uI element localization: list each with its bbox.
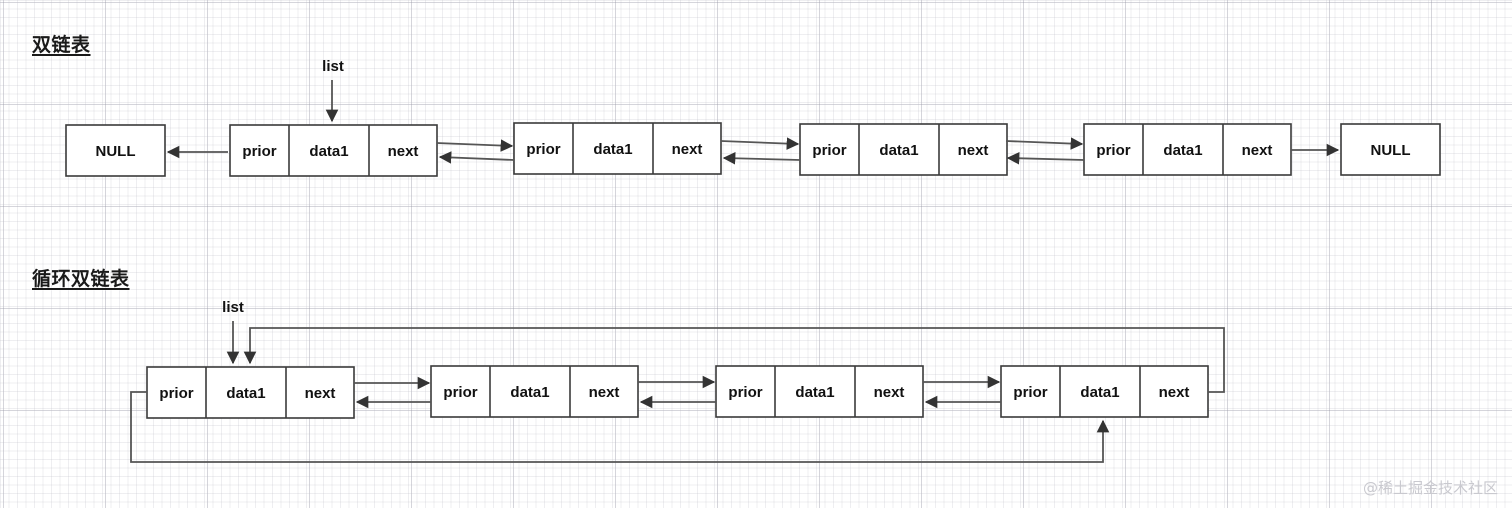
row2-node-3-next: next [874,384,905,401]
row2-circular-prior-wrap [130,391,1110,463]
row1-node-4-prior: prior [1096,142,1130,159]
row2-node-3-data: data1 [795,384,834,401]
section-title-doubly-linked-list: 双链表 [32,35,91,56]
row1-link-next-2-3 [720,137,800,150]
row2-node-2-next: next [589,384,620,401]
row1-null-left-label: NULL [96,143,136,160]
row2-node-1-data: data1 [226,385,265,402]
row1-list-pointer-label: list [322,58,344,75]
row1-link-prior-3-2 [722,152,801,165]
row2-node-4-prior: prior [1013,384,1047,401]
row1-node-3-data: data1 [879,142,918,159]
row2-node-1-prior: prior [159,385,193,402]
row1-link-next-1-2 [436,139,514,152]
row1-node-3-next: next [958,142,989,159]
row1-node-4-data: data1 [1163,142,1202,159]
row1-null-left: NULL [65,124,166,177]
row1-node-3: prior data1 next [799,123,1008,176]
row1-node-2-next: next [672,141,703,158]
row2-node-3: prior data1 next [715,365,924,418]
row1-node-4: prior data1 next [1083,123,1292,176]
row2-list-pointer-label: list [222,299,244,316]
row2-node-2: prior data1 next [430,365,639,418]
row1-node-2-prior: prior [526,141,560,158]
row1-link-prior-4-3 [1006,152,1085,165]
row1-node-1: prior data1 next [229,124,438,177]
row2-node-1: prior data1 next [146,366,355,419]
row2-circular-next-wrap [243,327,1225,393]
section-title-circular-doubly-linked-list: 循环双链表 [32,269,130,290]
row1-link-prior-2-1 [438,151,515,164]
row2-node-4: prior data1 next [1000,365,1209,418]
row1-node-2-data: data1 [593,141,632,158]
row2-node-2-data: data1 [510,384,549,401]
row1-null-right: NULL [1340,123,1441,176]
watermark: @稀土掘金技术社区 [1362,479,1498,497]
row1-node-2: prior data1 next [513,122,722,175]
row2-node-2-prior: prior [443,384,477,401]
row2-node-4-data: data1 [1080,384,1119,401]
row1-node-1-next: next [388,143,419,160]
row2-node-4-next: next [1159,384,1190,401]
row1-node-4-next: next [1242,142,1273,159]
row1-null-right-label: NULL [1371,142,1411,159]
row1-node-1-data: data1 [309,143,348,160]
row1-node-1-prior: prior [242,143,276,160]
row1-node-3-prior: prior [812,142,846,159]
row2-node-1-next: next [305,385,336,402]
row2-node-3-prior: prior [728,384,762,401]
row1-link-next-3-4 [1005,137,1084,150]
